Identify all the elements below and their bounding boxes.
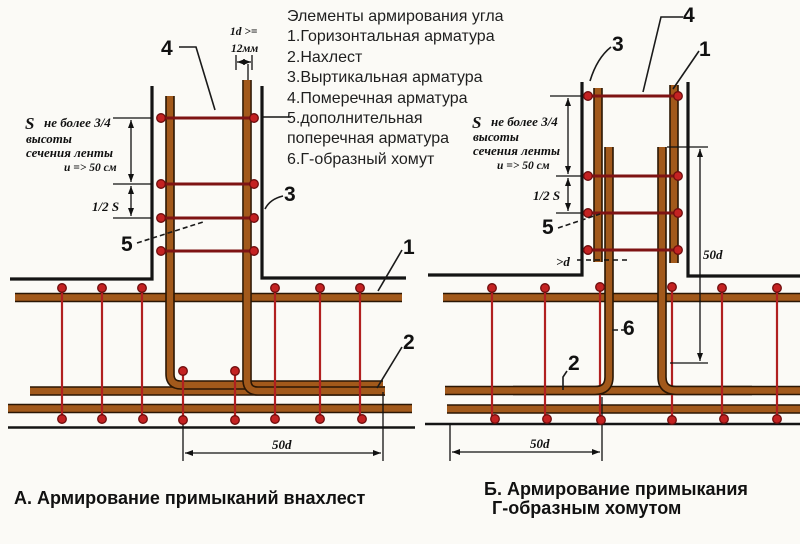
hidden-tie-lines <box>598 288 674 420</box>
legend-item-4: 4.Померечная арматура <box>287 90 468 107</box>
vertical-rebar-group <box>165 80 385 396</box>
dim-s-group <box>113 117 152 219</box>
caption-b-line1: Б. Армирование примыкания <box>484 479 748 499</box>
diagram-a: S не более 3/4 высоты сечения ленты и =>… <box>8 26 415 508</box>
l-clamp-right <box>658 147 752 394</box>
tie-dots <box>583 91 683 255</box>
legend-title: Элементы армирования угла <box>287 8 504 25</box>
callout-3: 3 <box>284 183 296 206</box>
callout-1: 1 <box>699 38 711 61</box>
vertical-rebar-left-bent <box>166 96 383 389</box>
legend: Элементы армирования угла 1.Горизонтальн… <box>287 8 504 168</box>
wall-outline-right <box>260 86 406 280</box>
l-clamp-left <box>513 147 613 394</box>
column-ties <box>583 91 683 255</box>
dim-lap-group <box>182 392 384 461</box>
dim-hook-length: 50d <box>703 247 723 262</box>
tie-dots <box>487 282 782 425</box>
dim-hook-group <box>667 146 708 364</box>
dim-half-s: 1/2 S <box>92 199 119 214</box>
caption-b-line2: Г-образным хомутом <box>492 498 681 518</box>
tie-dots <box>57 283 367 425</box>
dim-bar-dia-group <box>235 55 253 80</box>
caption-a: А. Армирование примыканий внахлест <box>14 488 366 508</box>
dim-s-note4: и => 50 см <box>497 160 550 172</box>
callout-5: 5 <box>542 216 554 239</box>
callout-2: 2 <box>403 331 415 354</box>
wall-outline-left <box>428 82 584 277</box>
dim-bar-dia-line2: 12мм <box>231 43 258 55</box>
l-clamp-group <box>513 147 752 396</box>
callout-3: 3 <box>612 33 624 56</box>
legend-item-6: 6.Г-образный хомут <box>287 151 435 168</box>
callout-6: 6 <box>623 317 635 340</box>
legend-item-5: 5.дополнительная <box>287 110 422 127</box>
dim-s-symbol: S <box>25 114 34 133</box>
label-leaders <box>136 46 403 389</box>
callout-4: 4 <box>161 37 173 60</box>
dim-s-note3: сечения ленты <box>26 145 113 160</box>
dim-lap-group <box>449 397 603 461</box>
label-leaders <box>557 16 700 390</box>
dim-s-note2: высоты <box>26 131 72 146</box>
dim-s-note3: сечения ленты <box>473 143 560 158</box>
legend-item-1: 1.Горизонтальная арматура <box>287 28 495 45</box>
callout-4: 4 <box>683 4 695 27</box>
diagram-b: S не более 3/4 высоты сечения ленты и =>… <box>425 4 800 518</box>
dim-s-group <box>550 95 584 214</box>
dim-s-note2: высоты <box>473 129 519 144</box>
callout-1: 1 <box>403 236 415 259</box>
dim-lap-length: 50d <box>530 436 550 451</box>
dim-s-symbol: S <box>472 113 481 132</box>
dim-s-note4: и => 50 см <box>64 162 117 174</box>
wall-outline-left <box>10 86 154 281</box>
footing-ties <box>487 282 782 425</box>
dim-lap-length: 50d <box>272 437 292 452</box>
legend-item-2: 2.Нахлест <box>287 49 363 66</box>
callout-2: 2 <box>568 352 580 375</box>
footing-ties <box>57 283 367 425</box>
legend-item-3: 3.Выртикальная арматура <box>287 69 483 86</box>
column-ties <box>156 113 259 256</box>
callout-5: 5 <box>121 233 133 256</box>
dim-half-s: 1/2 S <box>533 188 560 203</box>
legend-item-5b: поперечная арматура <box>287 130 449 147</box>
dim-s-note1: не более 3/4 <box>491 114 558 129</box>
dim-bar-dia-line1: 1d >= <box>230 26 258 38</box>
tie-dots <box>156 113 259 256</box>
dim-s-note1: не более 3/4 <box>44 115 111 130</box>
dim-gap: >d <box>556 254 570 269</box>
